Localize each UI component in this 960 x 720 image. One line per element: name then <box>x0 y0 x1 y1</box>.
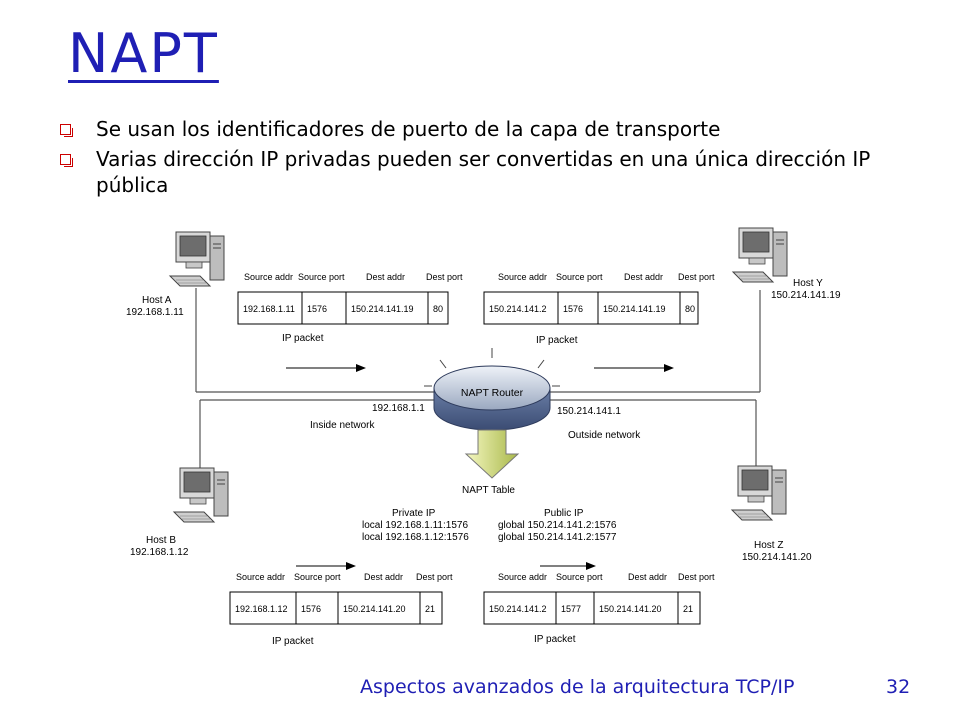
packet-field: 1576 <box>301 604 321 614</box>
packet-header: Dest port <box>426 272 463 282</box>
packet-label: IP packet <box>536 335 578 346</box>
packet-field: 150.214.141.20 <box>599 604 662 614</box>
inside-network-label: Inside network <box>310 420 375 431</box>
packet-box <box>229 591 443 625</box>
arrow-down-icon <box>464 429 520 479</box>
packet-field: 192.168.1.11 <box>243 304 295 314</box>
packet-field: 1576 <box>307 304 327 314</box>
bullet-text: Varias dirección IP privadas pueden ser … <box>96 147 871 197</box>
arrow-right-icon <box>296 562 356 570</box>
napt-table-title: NAPT Table <box>462 485 515 496</box>
packet-header: Dest addr <box>628 572 667 582</box>
packet-field: 21 <box>425 604 435 614</box>
napt-table-cell: global 150.214.141.2:1576 <box>498 520 617 531</box>
packet-header: Source port <box>556 572 603 582</box>
bullet-item: Se usan los identificadores de puerto de… <box>60 116 880 142</box>
packet-label: IP packet <box>282 333 324 344</box>
packet-header: Source port <box>556 272 603 282</box>
packet-label: IP packet <box>534 634 576 645</box>
packet-field: 150.214.141.2 <box>489 604 547 614</box>
packet-header: Source addr <box>498 572 547 582</box>
router-outside-ip: 150.214.141.1 <box>557 406 621 417</box>
packet-field: 1576 <box>563 304 583 314</box>
computer-icon <box>169 231 225 287</box>
napt-table-cell: local 192.168.1.11:1576 <box>362 520 468 531</box>
bullet-text: Se usan los identificadores de puerto de… <box>96 117 721 141</box>
napt-table-header: Private IP <box>392 508 436 519</box>
host-ip: 192.168.1.11 <box>126 307 184 318</box>
packet-box <box>483 591 701 625</box>
packet-field: 1577 <box>561 604 581 614</box>
napt-table: Private IP Public IP local 192.168.1.11:… <box>362 508 617 543</box>
packet-header: Dest port <box>678 572 715 582</box>
arrow-right-icon <box>286 364 366 372</box>
arrow-right-icon <box>594 364 674 372</box>
outside-network-label: Outside network <box>568 430 641 441</box>
packet-label: IP packet <box>272 636 314 647</box>
packet-field: 80 <box>685 304 695 314</box>
packet-field: 150.214.141.2 <box>489 304 547 314</box>
packet-box <box>483 291 699 325</box>
bullet-item: Varias dirección IP privadas pueden ser … <box>60 146 880 198</box>
router-icon <box>424 348 560 431</box>
packet-header: Source addr <box>244 272 293 282</box>
packet-field: 150.214.141.20 <box>343 604 406 614</box>
host-name: Host A <box>142 295 172 306</box>
packet-field: 192.168.1.12 <box>235 604 288 614</box>
host-name: Host B <box>146 535 176 546</box>
packet-box <box>237 291 449 325</box>
packet-header: Dest addr <box>624 272 663 282</box>
napt-table-header: Public IP <box>544 508 584 519</box>
host-name: Host Z <box>754 540 783 551</box>
ip-packet: Source addr Source port Dest addr Dest port… <box>483 572 715 645</box>
host-ip: 150.214.141.20 <box>742 552 812 563</box>
packet-header: Source addr <box>498 272 547 282</box>
computer-icon <box>732 227 788 283</box>
packet-field: 150.214.141.19 <box>351 304 414 314</box>
packet-header: Dest addr <box>364 572 403 582</box>
napt-table-cell: local 192.168.1.12:1576 <box>362 532 469 543</box>
arrow-right-icon <box>540 562 596 570</box>
ip-packet: Source addr Source port Dest addr Dest port… <box>237 272 463 344</box>
packet-header: Source port <box>298 272 345 282</box>
packet-field: 80 <box>433 304 443 314</box>
packet-header: Dest port <box>678 272 715 282</box>
page-number: 32 <box>886 676 911 698</box>
host-ip: 192.168.1.12 <box>130 547 189 558</box>
napt-table-cell: global 150.214.141.2:1577 <box>498 532 617 543</box>
computer-icon <box>731 465 787 521</box>
computer-icon <box>173 467 229 523</box>
host-ip: 150.214.141.19 <box>771 290 841 301</box>
packet-field: 21 <box>683 604 693 614</box>
packet-header: Dest port <box>416 572 453 582</box>
bullet-list: Se usan los identificadores de puerto de… <box>60 116 880 202</box>
bullet-square-icon <box>60 154 73 167</box>
ip-packet: Source addr Source port Dest addr Dest port… <box>229 572 453 647</box>
router-inside-ip: 192.168.1.1 <box>372 403 425 414</box>
slide-title: NAPT <box>68 22 219 85</box>
packet-header: Dest addr <box>366 272 405 282</box>
packet-header: Source port <box>294 572 341 582</box>
footer-text: Aspectos avanzados de la arquitectura TC… <box>360 676 795 698</box>
bullet-square-icon <box>60 124 73 137</box>
host-name: Host Y <box>793 278 823 289</box>
packet-field: 150.214.141.19 <box>603 304 666 314</box>
packet-header: Source addr <box>236 572 285 582</box>
ip-packet: Source addr Source port Dest addr Dest port… <box>483 272 715 346</box>
router-label: NAPT Router <box>461 387 524 399</box>
